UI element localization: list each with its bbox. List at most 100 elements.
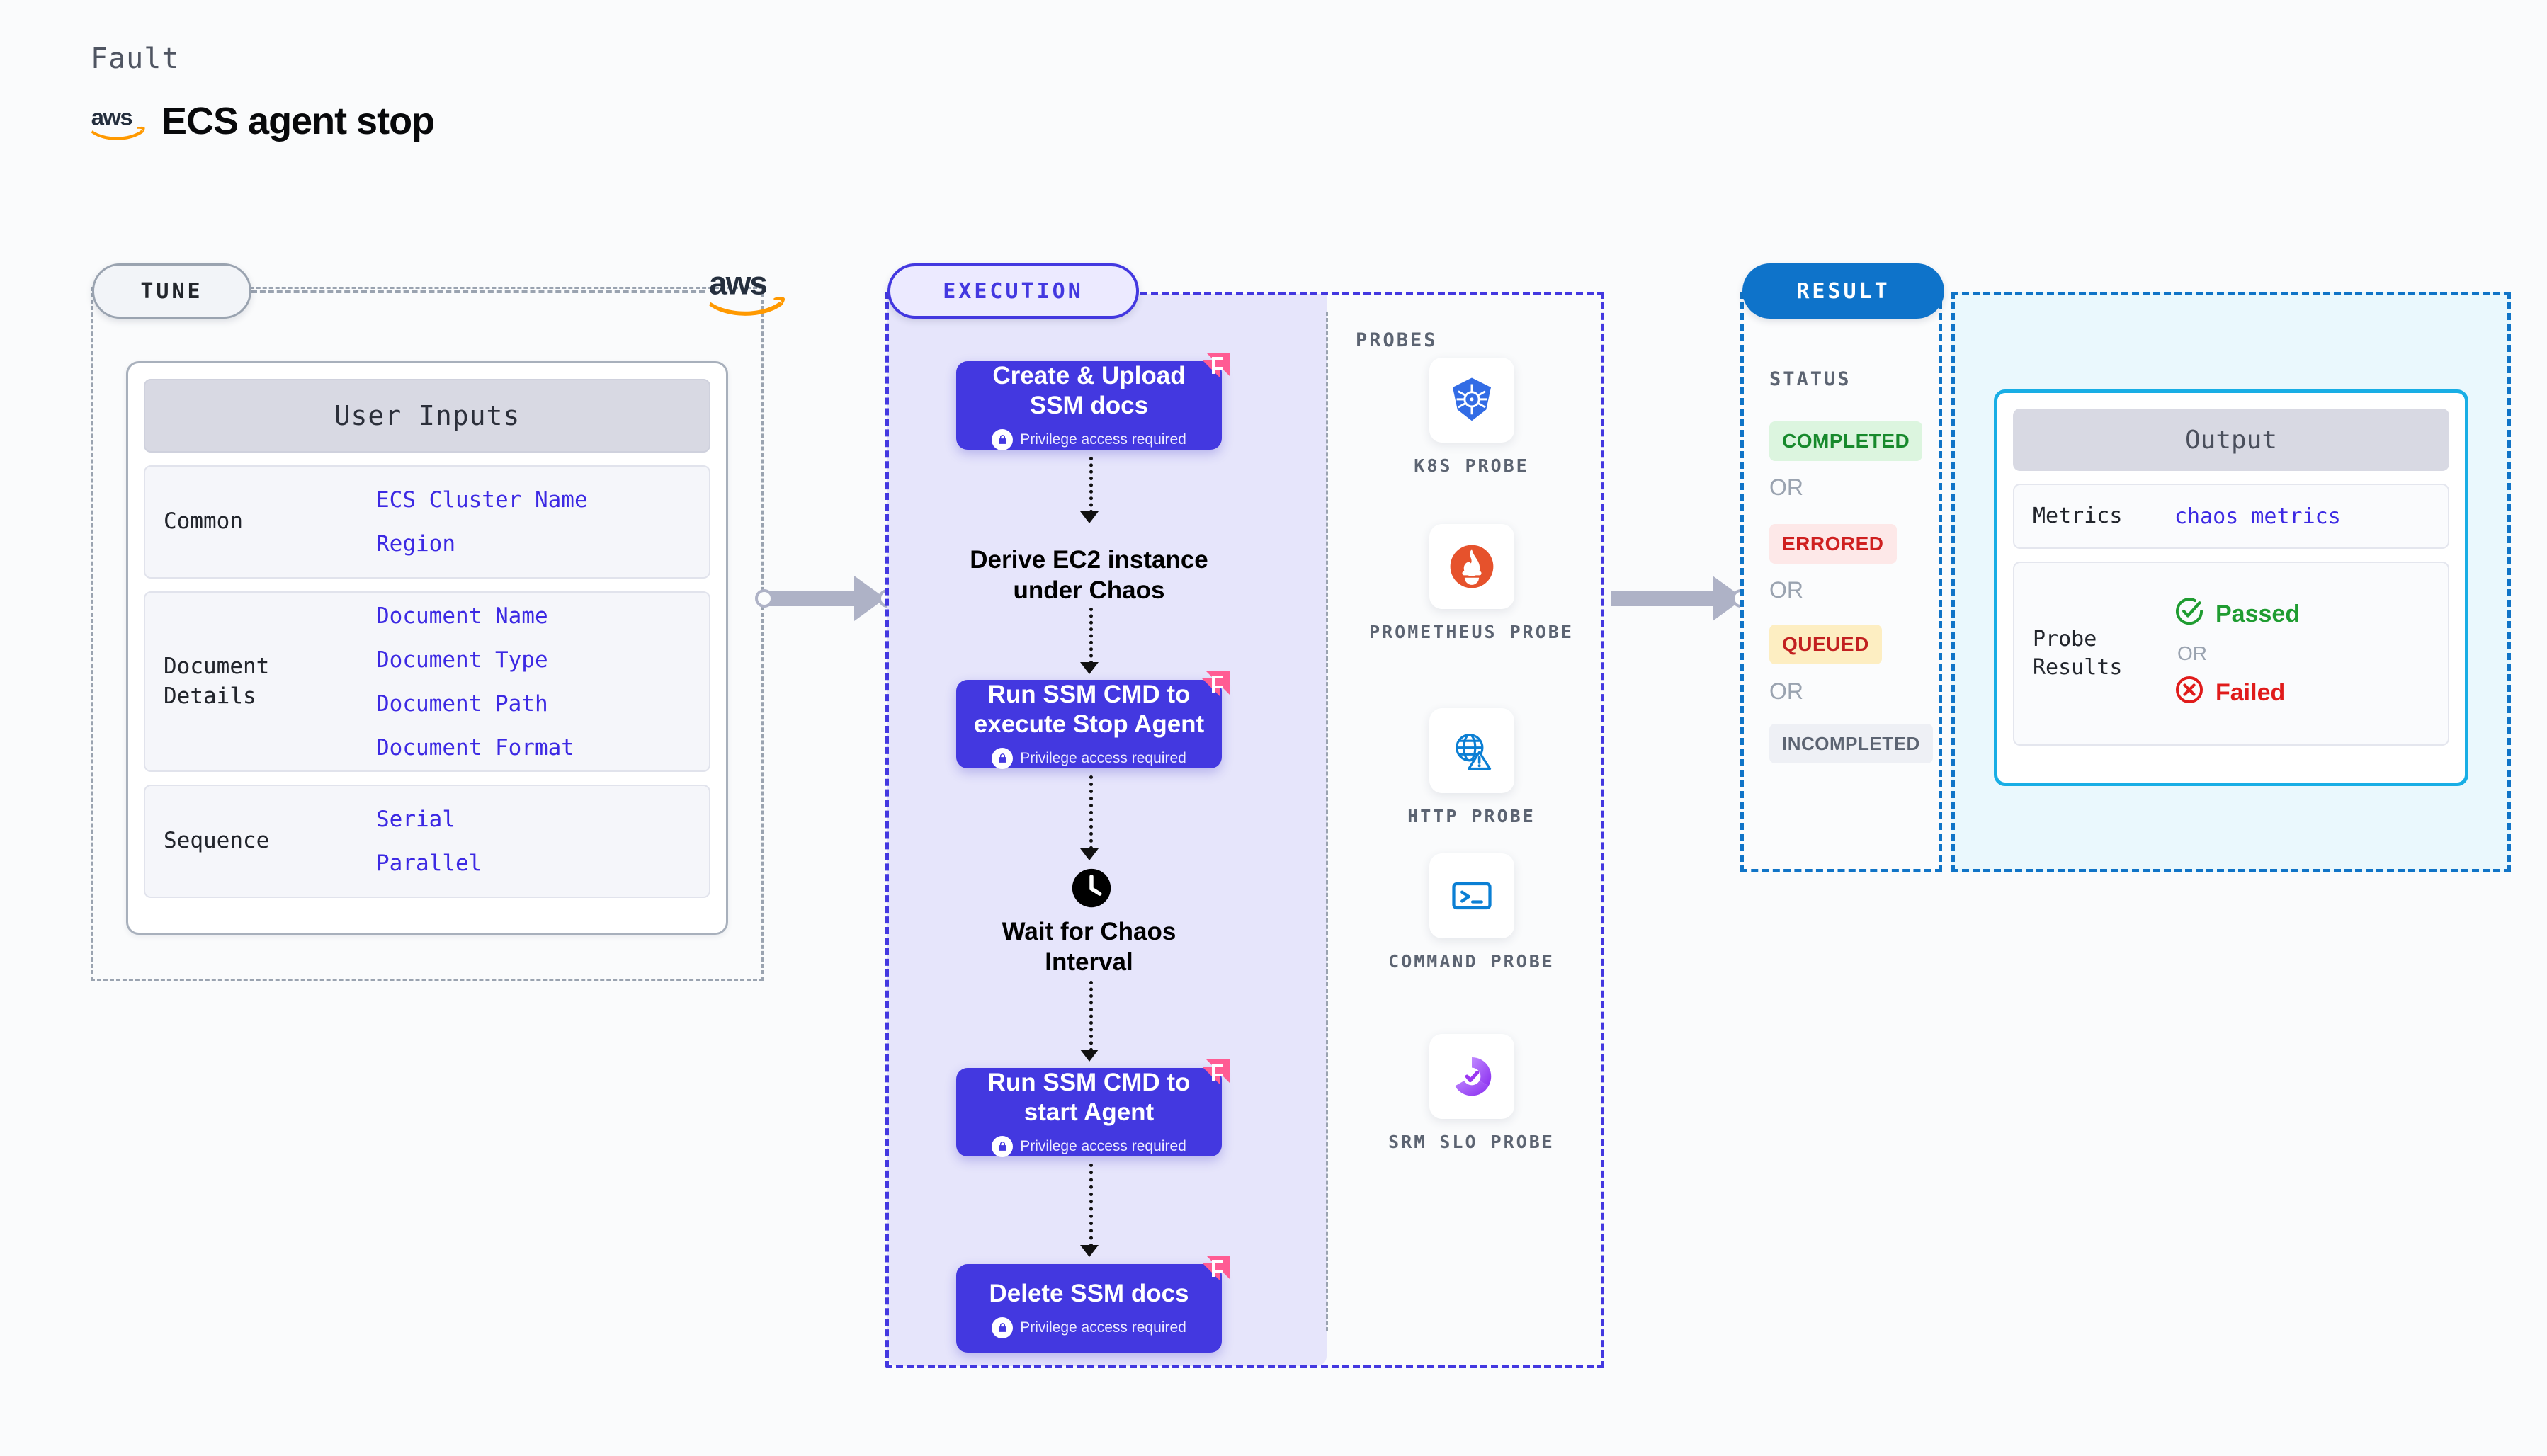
probe-prometheus[interactable]: PROMETHEUS PROBE	[1339, 524, 1604, 644]
probes-column: PROBES	[1339, 312, 1604, 1331]
lock-icon	[992, 1316, 1014, 1338]
flow-node-label: Wait for Chaos Interval	[1002, 918, 1176, 976]
flow-arrowhead	[1080, 1245, 1099, 1257]
probe-srm-slo[interactable]: SRM SLO PROBE	[1339, 1034, 1604, 1154]
or-separator: OR	[1769, 474, 1803, 500]
input-option[interactable]: Document Format	[376, 734, 574, 761]
flow-node-derive-ec2-instance: Derive EC2 instance under Chaos	[956, 545, 1222, 605]
tune-connector-line	[251, 290, 705, 293]
page-title: ECS agent stop	[161, 100, 435, 142]
flow-node-run-ssm-stop-agent[interactable]: Run SSM CMD to execute Stop Agent Privil…	[956, 671, 1230, 769]
flow-node-delete-ssm-docs[interactable]: Delete SSM docs Privilege access require…	[956, 1256, 1230, 1353]
probe-results-values: Passed OR Failed	[2174, 596, 2300, 711]
probe-results-row: Probe Results Passed OR	[2013, 562, 2449, 746]
probe-label: COMMAND PROBE	[1388, 951, 1555, 972]
probe-label: HTTP PROBE	[1407, 806, 1536, 826]
tune-section-frame	[91, 287, 764, 981]
flow-node-label: Derive EC2 instance under Chaos	[970, 546, 1208, 604]
flow-connector	[1089, 981, 1093, 1052]
or-separator: OR	[2177, 642, 2207, 664]
aws-logo-icon-small: aws	[708, 261, 786, 317]
probe-label: SRM SLO PROBE	[1388, 1132, 1555, 1152]
row-values: Serial Parallel	[376, 807, 482, 876]
flow-connector	[1089, 1164, 1093, 1247]
privilege-label: Privilege access required	[1020, 1137, 1186, 1154]
row-values: Document Name Document Type Document Pat…	[376, 603, 574, 761]
flow-node-label: Delete SSM docs	[989, 1279, 1189, 1307]
flow-arrowhead	[1080, 662, 1099, 674]
metrics-row: Metrics chaos metrics	[2013, 484, 2449, 549]
flow-connector	[1089, 775, 1093, 850]
status-badge-errored: ERRORED	[1769, 524, 1897, 564]
flow-arrowhead	[1080, 511, 1099, 523]
privilege-label: Privilege access required	[1020, 431, 1186, 448]
user-inputs-title: User Inputs	[144, 379, 710, 453]
lock-icon	[992, 428, 1014, 450]
table-row: Document Details Document Name Document …	[144, 591, 710, 772]
or-separator: OR	[1769, 577, 1803, 603]
probe-results-label: Probe Results	[2033, 626, 2123, 681]
table-row: Sequence Serial Parallel	[144, 785, 710, 898]
probe-http[interactable]: HTTP PROBE	[1339, 708, 1604, 829]
input-option[interactable]: Region	[376, 531, 455, 557]
srm-slo-icon	[1429, 1034, 1514, 1119]
input-option[interactable]: Document Path	[376, 690, 548, 717]
probe-label: PROMETHEUS PROBE	[1369, 622, 1574, 642]
flow-node-label: Run SSM CMD to start Agent	[987, 1068, 1191, 1126]
fault-kicker: Fault	[91, 42, 180, 75]
status-badge-incompleted: INCOMPLETED	[1769, 724, 1933, 763]
flow-connector	[1089, 457, 1093, 513]
input-option[interactable]: Document Name	[376, 603, 548, 629]
kubernetes-icon	[1429, 358, 1514, 443]
probes-divider	[1326, 312, 1328, 1331]
page-header: Fault aws ECS agent stop	[91, 42, 435, 143]
svg-text:aws: aws	[91, 103, 132, 130]
flow-node-run-ssm-start-agent[interactable]: Run SSM CMD to start Agent Privilege acc…	[956, 1059, 1230, 1157]
harness-ribbon-icon	[1199, 1253, 1233, 1287]
user-inputs-card: User Inputs Common ECS Cluster Name Regi…	[126, 361, 728, 935]
row-values: ECS Cluster Name Region	[376, 487, 588, 557]
probes-title: PROBES	[1356, 329, 1438, 351]
privilege-label: Privilege access required	[1020, 1319, 1186, 1336]
output-title: Output	[2013, 409, 2449, 471]
tune-badge[interactable]: TUNE	[92, 263, 251, 319]
input-option[interactable]: Serial	[376, 807, 455, 832]
result-badge[interactable]: RESULT	[1742, 263, 1944, 319]
clock-icon	[1071, 868, 1112, 912]
metrics-value[interactable]: chaos metrics	[2174, 504, 2341, 529]
check-circle-icon	[2174, 596, 2204, 632]
status-title: STATUS	[1769, 368, 1851, 390]
input-option[interactable]: Document Type	[376, 647, 548, 673]
execution-badge[interactable]: EXECUTION	[887, 263, 1139, 319]
connector-dot	[755, 589, 773, 608]
terminal-icon	[1429, 853, 1514, 938]
table-row: Common ECS Cluster Name Region	[144, 465, 710, 579]
row-label: Document Details	[164, 653, 270, 709]
title-row: aws ECS agent stop	[91, 99, 435, 143]
privilege-note: Privilege access required	[992, 1135, 1186, 1157]
probe-k8s[interactable]: K8S PROBE	[1339, 358, 1604, 478]
privilege-note: Privilege access required	[992, 1316, 1186, 1338]
input-option[interactable]: ECS Cluster Name	[376, 487, 588, 513]
row-label: Common	[164, 508, 243, 535]
flow-connector	[1089, 608, 1093, 664]
input-option[interactable]: Parallel	[376, 851, 482, 876]
execution-flow-panel	[887, 294, 1327, 1366]
probe-result-passed: Passed	[2174, 596, 2300, 632]
probe-label: K8S PROBE	[1414, 455, 1529, 476]
or-separator: OR	[1769, 678, 1803, 704]
flow-node-label: Run SSM CMD to execute Stop Agent	[973, 680, 1205, 738]
probe-command[interactable]: COMMAND PROBE	[1339, 853, 1604, 974]
lock-icon	[992, 1135, 1014, 1157]
passed-label: Passed	[2216, 601, 2301, 627]
privilege-label: Privilege access required	[1020, 749, 1186, 766]
privilege-note: Privilege access required	[992, 428, 1186, 450]
harness-ribbon-icon	[1199, 669, 1233, 703]
lock-icon	[992, 747, 1014, 769]
flow-node-wait-for-chaos-interval: Wait for Chaos Interval	[956, 917, 1222, 977]
flow-node-create-upload-ssm-docs[interactable]: Create & Upload SSM docs Privilege acces…	[956, 353, 1230, 450]
harness-ribbon-icon	[1199, 1057, 1233, 1091]
status-badge-queued: QUEUED	[1769, 625, 1882, 664]
harness-ribbon-icon	[1199, 350, 1233, 384]
privilege-note: Privilege access required	[992, 747, 1186, 769]
